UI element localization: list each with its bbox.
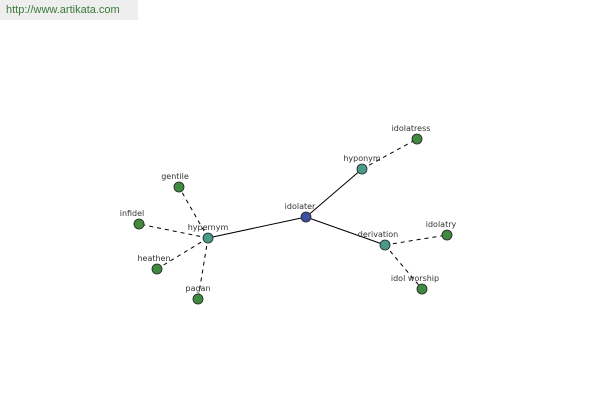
- node-label-idolworship[interactable]: idol worship: [391, 274, 439, 283]
- edge-hypernym-infidel: [138, 223, 209, 239]
- edge-hypernym-heathen: [156, 237, 209, 270]
- edge-idolater-hyponym: [305, 168, 363, 218]
- node-label-heathen[interactable]: heathen: [137, 254, 170, 263]
- edge-hyponym-idolatress: [361, 138, 418, 170]
- node-idolater[interactable]: [300, 211, 312, 223]
- edge-derivation-idolworship: [384, 244, 423, 290]
- node-label-idolatry[interactable]: idolatry: [426, 220, 457, 229]
- nodes-layer: [133, 133, 453, 305]
- edge-idolater-hypernym: [207, 216, 307, 239]
- node-label-gentile[interactable]: gentile: [161, 172, 189, 181]
- edge-hypernym-pagan: [197, 237, 209, 300]
- node-gentile[interactable]: [173, 181, 185, 193]
- node-hyponym[interactable]: [356, 163, 368, 175]
- edge-hypernym-gentile: [178, 186, 209, 239]
- node-label-pagan[interactable]: pagan: [185, 284, 210, 293]
- edges-layer: [138, 138, 448, 300]
- node-infidel[interactable]: [133, 218, 145, 230]
- node-label-idolater[interactable]: idolater: [285, 202, 316, 211]
- node-hypernym[interactable]: [202, 232, 214, 244]
- node-idolatry[interactable]: [441, 229, 453, 241]
- edge-idolater-derivation: [305, 216, 386, 246]
- node-heathen[interactable]: [151, 263, 163, 275]
- url-bar: http://www.artikata.com: [0, 0, 138, 20]
- labels-layer: idolater hypernym hyponym derivation gentile…: [120, 124, 457, 293]
- node-derivation[interactable]: [379, 239, 391, 251]
- node-label-hyponym[interactable]: hyponym: [343, 154, 381, 163]
- edge-derivation-idolatry: [384, 234, 448, 246]
- node-label-infidel[interactable]: infidel: [120, 209, 145, 218]
- site-url-link[interactable]: http://www.artikata.com: [6, 4, 120, 16]
- node-label-idolatress[interactable]: idolatress: [392, 124, 431, 133]
- node-pagan[interactable]: [192, 293, 204, 305]
- node-label-derivation[interactable]: derivation: [358, 230, 398, 239]
- node-label-hypernym[interactable]: hypernym: [188, 223, 229, 232]
- node-idolworship[interactable]: [416, 283, 428, 295]
- node-idolatress[interactable]: [411, 133, 423, 145]
